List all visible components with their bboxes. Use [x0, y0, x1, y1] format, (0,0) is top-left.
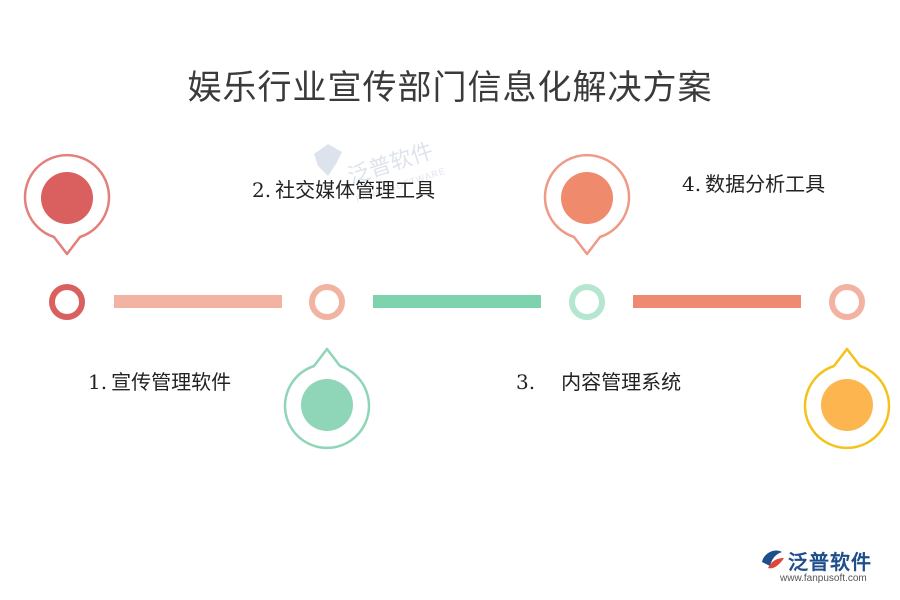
brand-url: www.fanpusoft.com	[780, 573, 867, 584]
page-title: 娱乐行业宣传部门信息化解决方案	[187, 68, 713, 108]
step-text-1: 宣传管理软件	[111, 370, 232, 394]
step-text-2: 社交媒体管理工具	[275, 178, 436, 202]
step-label-4: 4.数据分析工具	[682, 168, 825, 197]
step-number-4: 4.	[682, 172, 702, 196]
node-4	[829, 284, 865, 320]
step-label-2: 2.社交媒体管理工具	[252, 174, 435, 203]
connector-3-4	[633, 295, 801, 308]
step-number-3: 3.	[516, 370, 536, 394]
step-text-4: 数据分析工具	[705, 172, 826, 196]
brand-logo-icon	[762, 550, 784, 569]
brand-name: 泛普软件	[788, 552, 872, 574]
marker-1	[23, 153, 111, 256]
step-label-3: 3. 内容管理系统	[516, 366, 681, 395]
step-number-1: 1.	[88, 370, 108, 394]
marker-2	[283, 347, 371, 450]
connector-1-2	[114, 295, 282, 308]
step-text-3: 内容管理系统	[561, 370, 682, 394]
connector-2-3	[373, 295, 541, 308]
brand-logo: 泛普软件 www.fanpusoft.com	[758, 546, 888, 586]
marker-3	[543, 153, 631, 256]
node-2	[309, 284, 345, 320]
step-number-2: 2.	[252, 178, 272, 202]
step-label-1: 1.宣传管理软件	[88, 366, 231, 395]
watermark: 泛普软件 FANPUSOFTWARE	[308, 136, 447, 226]
watermark-logo-icon	[314, 144, 342, 176]
marker-4	[803, 347, 891, 450]
node-3	[569, 284, 605, 320]
node-1	[49, 284, 85, 320]
